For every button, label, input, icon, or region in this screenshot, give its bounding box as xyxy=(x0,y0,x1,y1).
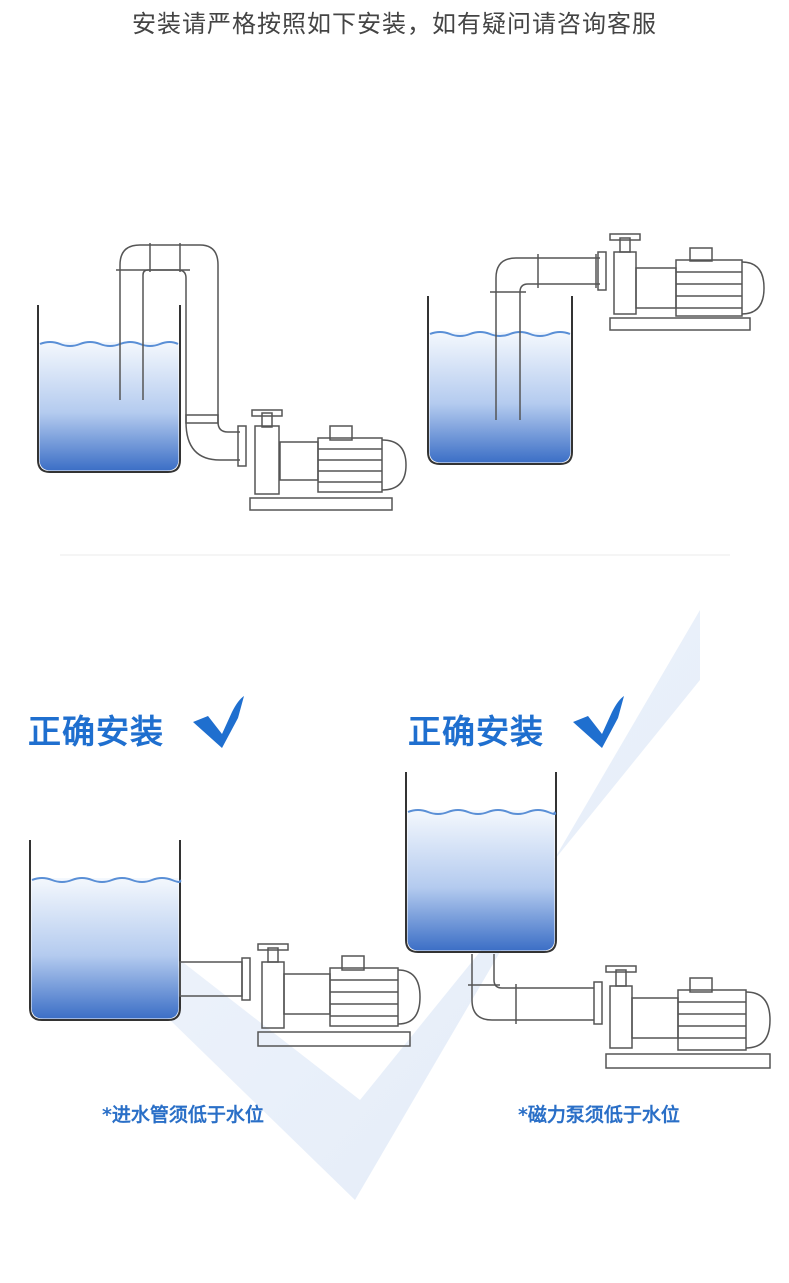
page-title: 安装请严格按照如下安装，如有疑问请咨询客服 xyxy=(132,10,657,38)
section-heading-left: 正确安装 xyxy=(28,712,164,751)
diagram-side-inlet xyxy=(29,840,421,1047)
check-icon xyxy=(573,696,624,748)
note-right: *磁力泵须低于水位 xyxy=(518,1104,680,1126)
diagram-elevated-tank xyxy=(405,772,771,1069)
note-left: *进水管须低于水位 xyxy=(102,1104,264,1126)
check-icon xyxy=(193,696,244,748)
diagram-siphon xyxy=(37,243,407,511)
section-heading-right: 正确安装 xyxy=(408,712,544,751)
diagram-overhead-pipe xyxy=(427,233,765,465)
